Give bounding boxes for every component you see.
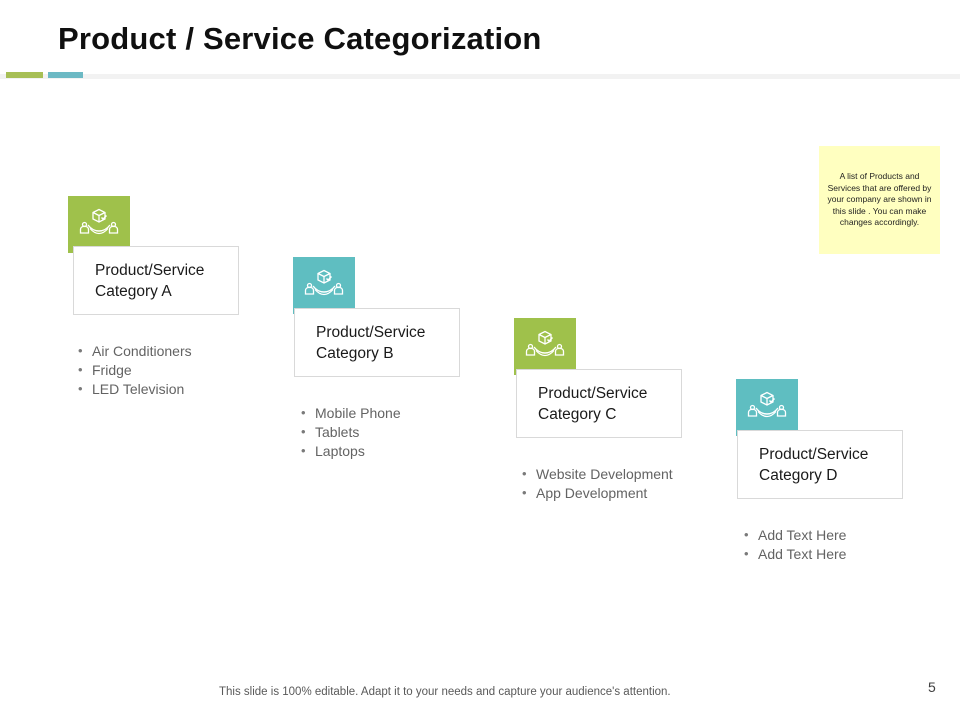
list-item: Add Text Here [744,544,914,564]
package-in-hand-icon [514,318,576,375]
category-title-a: Product/Service Category A [95,261,205,300]
package-in-hand-icon [293,257,355,314]
list-item: Fridge [78,360,248,380]
category-title-d: Product/Service Category D [759,445,869,484]
accent-bar-green [6,72,43,78]
category-items-b: Mobile Phone Tablets Laptops [301,403,476,461]
list-item: Tablets [301,422,476,442]
category-title-box-d: Product/Service Category D [737,430,903,499]
page-number: 5 [928,679,936,695]
category-title-box-b: Product/Service Category B [294,308,460,377]
category-title-box-c: Product/Service Category C [516,369,682,438]
sticky-note: A list of Products and Services that are… [819,146,940,254]
category-title-b: Product/Service Category B [316,323,426,362]
page-title: Product / Service Categorization [58,21,542,56]
package-in-hand-icon [68,196,130,253]
category-items-d: Add Text Here Add Text Here [744,525,914,564]
sticky-note-text: A list of Products and Services that are… [827,171,932,228]
list-item: Air Conditioners [78,341,248,361]
list-item: LED Television [78,379,248,399]
list-item: Website Development [522,464,707,484]
list-item: Add Text Here [744,525,914,545]
category-title-c: Product/Service Category C [538,384,648,423]
footer-note: This slide is 100% editable. Adapt it to… [219,686,671,698]
package-in-hand-icon [736,379,798,436]
list-item: App Development [522,483,707,503]
category-items-c: Website Development App Development [522,464,707,503]
category-items-a: Air Conditioners Fridge LED Television [78,341,248,399]
header-divider [0,74,960,79]
list-item: Mobile Phone [301,403,476,423]
accent-bar-teal [48,72,83,78]
category-title-box-a: Product/Service Category A [73,246,239,315]
list-item: Laptops [301,441,476,461]
